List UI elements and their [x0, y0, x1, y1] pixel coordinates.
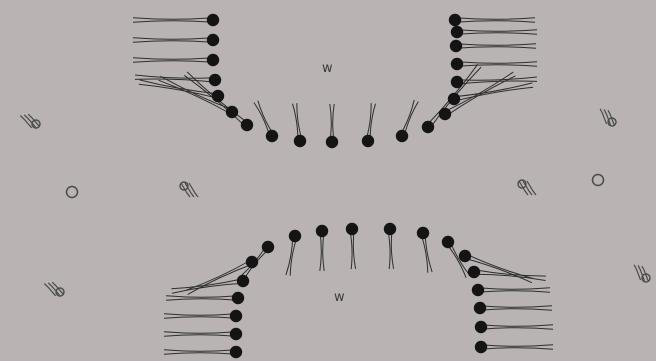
lipid-tail — [133, 61, 213, 63]
lipid-head — [417, 227, 429, 239]
lipid-head — [230, 346, 242, 358]
free-molecule — [518, 180, 536, 195]
lipid-head — [207, 54, 219, 66]
lipid-head — [362, 135, 374, 147]
lipid-tail — [455, 21, 535, 23]
lipid-head — [475, 321, 487, 333]
lipid-head — [230, 328, 242, 340]
lipid-tail — [286, 236, 293, 275]
lipid-tail — [457, 77, 537, 80]
lipid-tail — [457, 62, 537, 64]
lipid-head — [212, 90, 224, 102]
ring-molecule — [593, 175, 604, 186]
lipid-head — [459, 250, 471, 262]
lipid-tail — [480, 306, 552, 308]
lipid-head — [266, 130, 278, 142]
lipid-tail — [164, 314, 236, 316]
lipid-tail — [457, 65, 537, 67]
lipid-head — [326, 136, 338, 148]
lipid-head — [451, 26, 463, 38]
lipid-head — [448, 93, 460, 105]
lipid-head — [474, 302, 486, 314]
lipid-tail — [290, 236, 297, 275]
upper-region-label: w — [322, 61, 334, 76]
free-molecule — [20, 112, 40, 130]
lipid-tail — [133, 18, 213, 20]
lipid-tail — [481, 328, 553, 330]
lipid-tail — [478, 291, 550, 293]
lipid-tail — [164, 353, 236, 355]
lipid-tail — [481, 345, 553, 347]
lipid-head — [209, 74, 221, 86]
lipid-tail — [456, 44, 536, 46]
lipid-head — [475, 341, 487, 353]
lipid-head — [232, 292, 244, 304]
lipid-tail — [421, 233, 428, 272]
lipid-tail — [166, 299, 238, 301]
lipid-head — [207, 14, 219, 26]
lipid-head — [449, 14, 461, 26]
lipid-tail — [457, 33, 537, 35]
lipid-tail — [166, 296, 238, 298]
lipid-tail — [164, 317, 236, 319]
lipid-tail — [164, 350, 236, 352]
lipid-head — [346, 223, 358, 235]
ring-molecule — [67, 187, 78, 198]
lipid-head — [289, 230, 301, 242]
free-molecule — [632, 265, 652, 283]
lipid-tail — [425, 233, 432, 272]
lipid-tail — [164, 335, 236, 337]
lipid-tail — [456, 47, 536, 49]
free-molecule — [44, 280, 64, 298]
lipid-tail — [457, 30, 537, 32]
lipid-heads-layer — [207, 14, 487, 358]
lipid-tail — [133, 41, 213, 43]
lipid-head — [294, 135, 306, 147]
free-molecule — [180, 182, 198, 197]
lipid-head — [226, 106, 238, 118]
lipid-tail — [133, 21, 213, 23]
lipid-tail — [133, 58, 213, 60]
lipid-head — [262, 241, 274, 253]
lipid-tail — [481, 348, 553, 350]
lipid-head — [472, 284, 484, 296]
lipid-tail — [135, 75, 215, 78]
lipid-tail — [478, 288, 550, 290]
lipid-head — [468, 266, 480, 278]
lipid-head — [396, 130, 408, 142]
lipid-head — [442, 236, 454, 248]
free-molecules-layer — [20, 109, 652, 299]
lipid-head — [241, 119, 253, 131]
lower-region-label: w — [334, 290, 346, 305]
lipid-head — [207, 34, 219, 46]
lipid-tail — [164, 332, 236, 334]
lipid-head — [230, 310, 242, 322]
lipid-tail — [455, 18, 535, 20]
lipid-head — [316, 225, 328, 237]
lipid-tail — [480, 309, 552, 311]
lipid-head — [451, 76, 463, 88]
lipid-tail — [481, 325, 553, 327]
lipid-head — [384, 223, 396, 235]
lipid-tail — [454, 87, 533, 101]
lipid-head — [422, 121, 434, 133]
lipid-head — [451, 58, 463, 70]
lipid-tail — [133, 38, 213, 40]
lipid-tail — [474, 274, 546, 280]
free-molecule — [598, 109, 618, 127]
lipid-head — [439, 108, 451, 120]
lipid-head — [450, 40, 462, 52]
lipid-head — [246, 256, 258, 268]
lipid-head — [237, 275, 249, 287]
